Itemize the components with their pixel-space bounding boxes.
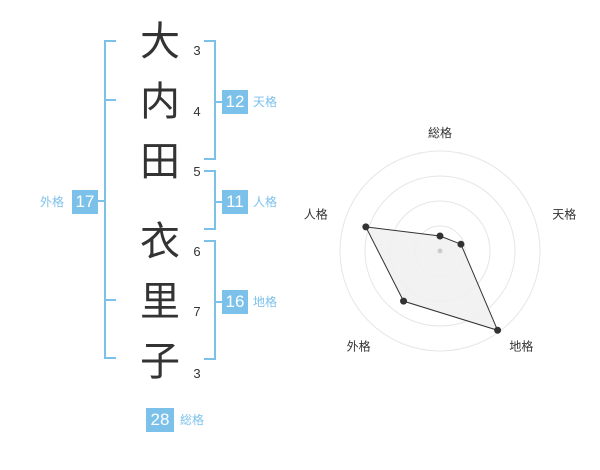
- jinkaku-bracket-top: [204, 170, 216, 172]
- stroke-count-2: 4: [193, 104, 201, 119]
- tenkaku-value: 12: [222, 90, 248, 114]
- tenkaku-label: 天格: [253, 95, 278, 109]
- jinkaku-bracket-bottom: [204, 228, 216, 230]
- stroke-count-6: 3: [193, 366, 201, 381]
- chikaku-bracket-bottom: [204, 358, 216, 360]
- soukaku-label: 総格: [180, 413, 205, 427]
- tenkaku-bracket-top: [204, 40, 216, 42]
- radar-center-point: [437, 248, 443, 254]
- jinkaku-label: 人格: [253, 195, 278, 209]
- gaikaku-bracket-tick: [104, 99, 116, 101]
- stroke-count-5: 7: [193, 304, 201, 319]
- radar-point-1: [436, 232, 444, 240]
- radar-point-5: [362, 223, 370, 231]
- stroke-count-3: 5: [193, 164, 201, 179]
- name-char-6: 子: [140, 339, 180, 385]
- stroke-count-1: 3: [193, 43, 201, 58]
- radar-series-shape: [364, 226, 499, 332]
- jinkaku-value: 11: [222, 190, 248, 214]
- gaikaku-bracket-vertical: [104, 40, 106, 358]
- gaikaku-value: 17: [72, 190, 98, 214]
- tenkaku-bracket-vertical: [214, 40, 216, 160]
- chikaku-label: 地格: [253, 295, 278, 309]
- radar-axis-label-5: 人格: [304, 207, 328, 222]
- tenkaku-connector: [214, 101, 222, 103]
- jinkaku-connector: [214, 201, 222, 203]
- name-char-5: 里: [140, 279, 180, 325]
- name-char-1: 大: [140, 19, 180, 65]
- radar-axis-label-4: 外格: [347, 338, 371, 353]
- gaikaku-bracket-tick: [104, 299, 116, 301]
- name-char-2: 内: [140, 79, 180, 125]
- radar-point-2: [457, 240, 465, 248]
- gaikaku-label: 外格: [40, 195, 65, 209]
- stroke-count-4: 6: [193, 244, 201, 259]
- radar-axis-label-2: 天格: [552, 207, 576, 222]
- tenkaku-bracket-bottom: [204, 158, 216, 160]
- gaikaku-bracket-bottom: [104, 357, 116, 359]
- name-char-3: 田: [140, 139, 180, 185]
- chikaku-value: 16: [222, 290, 248, 314]
- radar-axis-label-1: 総格: [428, 125, 452, 140]
- radar-point-3: [494, 326, 502, 334]
- chikaku-connector: [214, 301, 222, 303]
- gaikaku-bracket-top: [104, 40, 116, 42]
- name-char-4: 衣: [140, 219, 180, 265]
- radar-axis-label-3: 地格: [509, 338, 533, 353]
- chikaku-bracket-vertical: [214, 240, 216, 360]
- chikaku-bracket-top: [204, 240, 216, 242]
- soukaku-value: 28: [146, 408, 174, 432]
- gaikaku-connector: [98, 200, 106, 202]
- jinkaku-bracket-vertical: [214, 170, 216, 230]
- radar-point-4: [400, 297, 408, 305]
